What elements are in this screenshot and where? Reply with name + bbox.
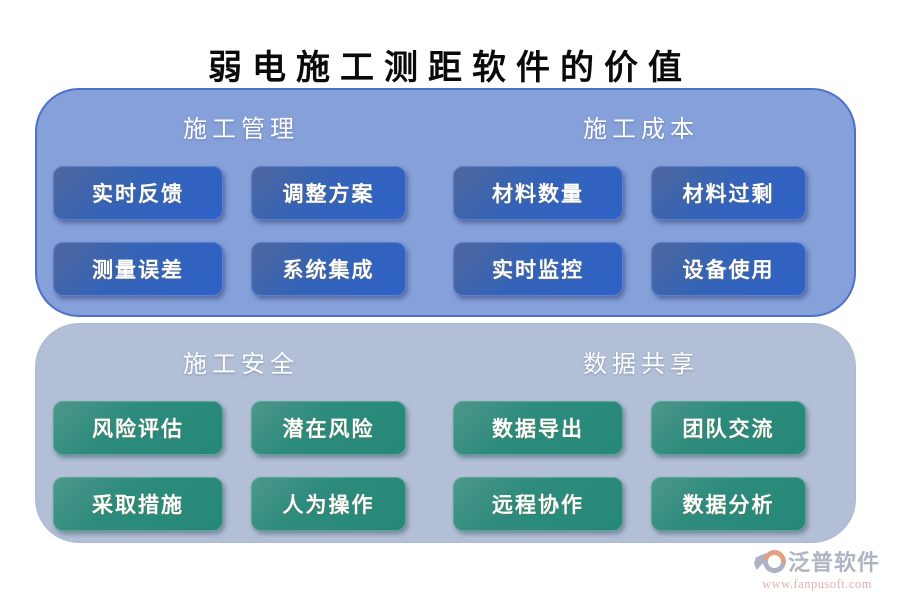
item-team-communication[interactable]: 团队交流: [651, 401, 806, 455]
item-realtime-monitoring[interactable]: 实时监控: [453, 242, 623, 296]
section-header-data-sharing: 数据共享: [583, 352, 699, 378]
section-header-construction-safety: 施工安全: [183, 352, 299, 378]
item-remote-collaboration[interactable]: 远程协作: [453, 477, 623, 531]
brand-url: www.fanpusoft.com: [762, 577, 872, 591]
button-grid: 实时反馈 调整方案 测量误差 系统集成: [53, 166, 429, 296]
item-system-integration[interactable]: 系统集成: [251, 242, 406, 296]
item-data-export[interactable]: 数据导出: [453, 401, 623, 455]
panel-safety-data-sharing: 施工安全 风险评估 潜在风险 采取措施 人为操作 数据共享 数据导出 团队交流 …: [35, 323, 856, 543]
item-material-surplus[interactable]: 材料过剩: [651, 166, 806, 220]
section-data-sharing: 数据共享 数据导出 团队交流 远程协作 数据分析: [453, 325, 829, 541]
item-potential-risk[interactable]: 潜在风险: [251, 401, 406, 455]
item-data-analysis[interactable]: 数据分析: [651, 477, 806, 531]
button-grid: 数据导出 团队交流 远程协作 数据分析: [453, 401, 829, 531]
item-measurement-error[interactable]: 测量误差: [53, 242, 223, 296]
item-adjust-plan[interactable]: 调整方案: [251, 166, 406, 220]
section-construction-management: 施工管理 实时反馈 调整方案 测量误差 系统集成: [53, 90, 429, 315]
item-equipment-usage[interactable]: 设备使用: [651, 242, 806, 296]
item-material-quantity[interactable]: 材料数量: [453, 166, 623, 220]
item-human-operation[interactable]: 人为操作: [251, 477, 406, 531]
section-construction-cost: 施工成本 材料数量 材料过剩 实时监控 设备使用: [453, 90, 829, 315]
button-grid: 材料数量 材料过剩 实时监控 设备使用: [453, 166, 829, 296]
item-take-measures[interactable]: 采取措施: [53, 477, 223, 531]
button-grid: 风险评估 潜在风险 采取措施 人为操作: [53, 401, 429, 531]
brand-watermark: 泛普软件 www.fanpusoft.com: [742, 545, 892, 592]
section-header-construction-management: 施工管理: [183, 117, 299, 143]
item-realtime-feedback[interactable]: 实时反馈: [53, 166, 223, 220]
item-risk-assessment[interactable]: 风险评估: [53, 401, 223, 455]
fanpu-logo-icon: [753, 545, 791, 578]
section-construction-safety: 施工安全 风险评估 潜在风险 采取措施 人为操作: [53, 325, 429, 541]
brand-name: 泛普软件: [787, 550, 880, 575]
page-title: 弱电施工测距软件的价值: [208, 50, 692, 87]
panel-construction-management-cost: 施工管理 实时反馈 调整方案 测量误差 系统集成 施工成本 材料数量 材料过剩 …: [35, 88, 856, 317]
section-header-construction-cost: 施工成本: [583, 117, 699, 143]
